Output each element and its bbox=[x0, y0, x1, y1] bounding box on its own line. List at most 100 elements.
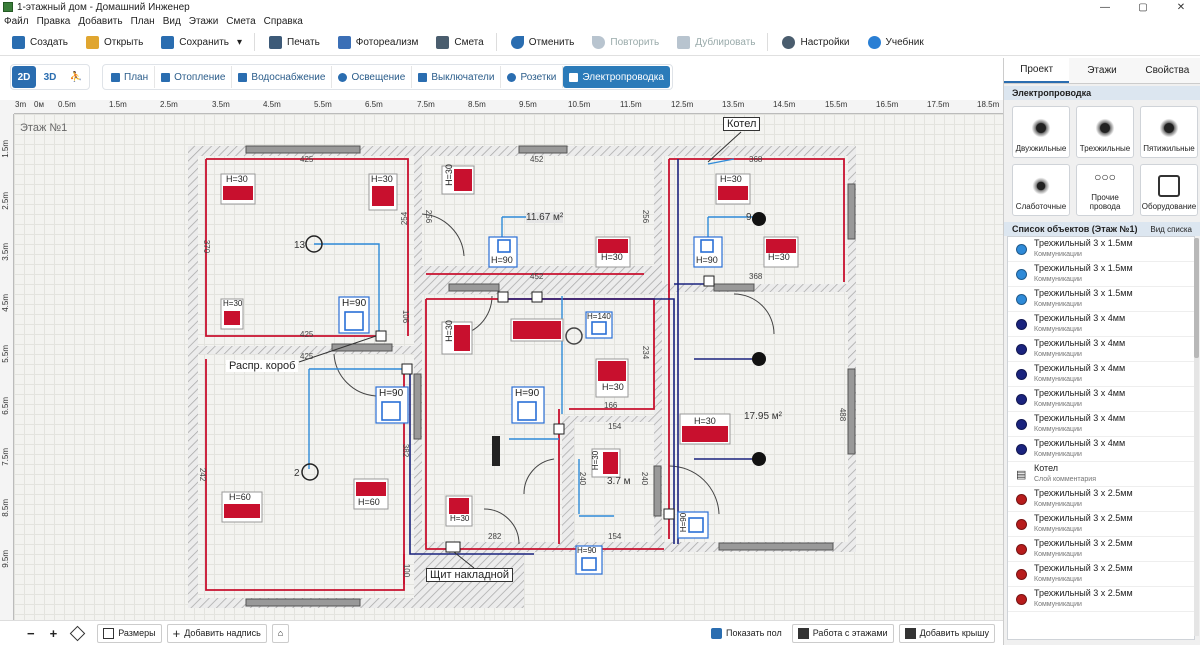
tab-plan[interactable]: План bbox=[105, 66, 156, 88]
two-core-wire-button[interactable]: Двухжильные bbox=[1012, 106, 1070, 158]
wire-red[interactable] bbox=[205, 159, 384, 337]
socket-red[interactable] bbox=[718, 186, 748, 200]
tab-wiring[interactable]: Электропроводка bbox=[563, 66, 670, 88]
list-view-button[interactable]: Вид списка bbox=[1150, 224, 1192, 234]
switch-block[interactable] bbox=[585, 311, 613, 339]
socket-red[interactable] bbox=[598, 239, 628, 253]
tab-heating[interactable]: Отопление bbox=[155, 66, 233, 88]
show-floor-checkbox[interactable]: Показать пол bbox=[706, 623, 787, 643]
five-core-wire-button[interactable]: Пятижильные bbox=[1140, 106, 1198, 158]
ruler-button[interactable] bbox=[67, 623, 93, 643]
socket-red[interactable] bbox=[603, 452, 618, 474]
checkbox-checked-icon[interactable] bbox=[711, 627, 722, 639]
tab-lighting[interactable]: Освещение bbox=[332, 66, 413, 88]
add-roof-button[interactable]: Добавить крышу bbox=[898, 623, 995, 643]
ceiling-light[interactable] bbox=[752, 212, 766, 226]
switch-icon[interactable] bbox=[344, 311, 364, 331]
view-3d-button[interactable]: 3D bbox=[43, 71, 57, 83]
plan-canvas[interactable]: Этаж №1 bbox=[14, 114, 1003, 620]
menu-estimate[interactable]: Смета bbox=[226, 15, 256, 27]
maximize-icon[interactable]: ▢ bbox=[1138, 1, 1148, 13]
chandelier-icon[interactable] bbox=[301, 463, 319, 481]
socket-red[interactable] bbox=[449, 498, 469, 514]
menu-plan[interactable]: План bbox=[130, 15, 155, 27]
wire-blue[interactable] bbox=[707, 158, 735, 165]
low-current-wire-button[interactable]: Слаботочные bbox=[1012, 164, 1070, 216]
minimize-icon[interactable]: — bbox=[1100, 1, 1110, 13]
window[interactable] bbox=[245, 145, 361, 154]
electrical-panel[interactable] bbox=[445, 541, 461, 553]
tab-properties[interactable]: Свойства bbox=[1145, 65, 1190, 76]
junction-callout[interactable]: Распр. короб bbox=[226, 360, 299, 372]
window[interactable] bbox=[718, 542, 834, 551]
socket-red[interactable] bbox=[223, 186, 253, 200]
window[interactable] bbox=[653, 465, 662, 517]
socket-red[interactable] bbox=[513, 321, 561, 339]
wire-red[interactable] bbox=[205, 359, 405, 591]
switch-block[interactable] bbox=[677, 511, 709, 539]
junction-box[interactable] bbox=[703, 275, 715, 287]
socket-red[interactable] bbox=[454, 325, 470, 351]
switch-icon[interactable] bbox=[688, 517, 704, 533]
tab-water[interactable]: Водоснабжение bbox=[232, 66, 333, 88]
socket-red[interactable] bbox=[598, 361, 626, 381]
junction-box[interactable] bbox=[553, 423, 565, 435]
panel-callout[interactable]: Щит накладной bbox=[426, 568, 513, 582]
menu-add[interactable]: Добавить bbox=[78, 15, 123, 27]
socket-red[interactable] bbox=[372, 186, 394, 206]
tab-sockets[interactable]: Розетки bbox=[501, 66, 564, 88]
switch-icon[interactable] bbox=[581, 557, 597, 571]
save-button[interactable]: Сохранить▾ bbox=[155, 31, 248, 53]
window[interactable] bbox=[847, 183, 856, 240]
window[interactable] bbox=[713, 283, 755, 292]
duplicate-button[interactable]: Дублировать bbox=[671, 31, 761, 53]
socket-red[interactable] bbox=[682, 426, 728, 442]
window[interactable] bbox=[448, 283, 500, 292]
menu-help[interactable]: Справка bbox=[263, 15, 303, 27]
three-core-wire-button[interactable]: Трехжильные bbox=[1076, 106, 1134, 158]
switch-icon[interactable] bbox=[497, 239, 511, 253]
sizes-button[interactable]: Размеры bbox=[97, 623, 162, 643]
window[interactable] bbox=[245, 598, 361, 607]
settings-button[interactable]: Настройки bbox=[776, 31, 855, 53]
junction-box[interactable] bbox=[375, 330, 387, 342]
door-arc[interactable] bbox=[483, 508, 520, 545]
menu-view[interactable]: Вид bbox=[162, 15, 181, 27]
ceiling-light[interactable] bbox=[752, 352, 766, 366]
fan-icon[interactable] bbox=[565, 327, 583, 345]
window[interactable] bbox=[518, 145, 568, 154]
create-button[interactable]: Создать bbox=[6, 31, 74, 53]
lamp-icon[interactable] bbox=[492, 436, 500, 466]
tab-floors[interactable]: Этажи bbox=[1087, 65, 1117, 76]
door-arc[interactable] bbox=[523, 458, 555, 495]
add-label-button[interactable]: +Добавить надпись bbox=[166, 623, 267, 643]
chandelier-icon[interactable] bbox=[305, 235, 323, 253]
switch-icon[interactable] bbox=[591, 321, 607, 335]
wire-dark[interactable] bbox=[409, 369, 534, 555]
door-arc[interactable] bbox=[333, 353, 377, 397]
socket-red[interactable] bbox=[766, 239, 796, 253]
zoom-out-button[interactable]: − bbox=[22, 623, 40, 643]
switch-block[interactable] bbox=[338, 296, 370, 334]
save-dropdown-icon[interactable]: ▾ bbox=[237, 36, 243, 48]
tab-switches[interactable]: Выключатели bbox=[412, 66, 502, 88]
close-icon[interactable]: ✕ bbox=[1176, 1, 1186, 13]
equipment-button[interactable]: Оборудование bbox=[1140, 164, 1198, 216]
switch-icon[interactable] bbox=[700, 239, 714, 253]
open-button[interactable]: Открыть bbox=[80, 31, 149, 53]
junction-box[interactable] bbox=[497, 291, 509, 303]
switch-icon[interactable] bbox=[517, 401, 537, 421]
junction-box[interactable] bbox=[401, 363, 413, 375]
junction-box[interactable] bbox=[531, 291, 543, 303]
view-2d-button[interactable]: 2D bbox=[12, 66, 36, 88]
